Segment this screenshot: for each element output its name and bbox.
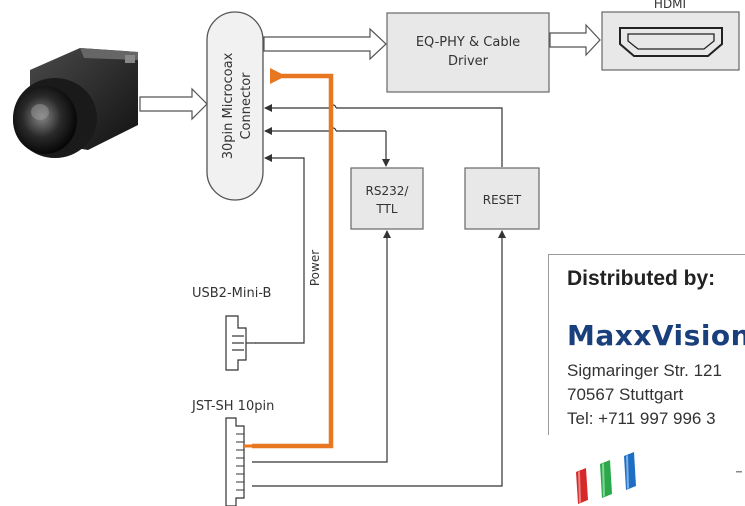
jst-sh-connector-icon bbox=[225, 417, 252, 506]
usb-label: USB2-Mini-B bbox=[192, 286, 271, 301]
camera-to-connector-arrow bbox=[139, 87, 208, 121]
signal-wires bbox=[252, 105, 506, 487]
connector-label-line1: 30pin Microcoax bbox=[221, 52, 236, 159]
reset-box bbox=[464, 167, 540, 230]
eq-phy-box bbox=[386, 12, 550, 93]
rs232-label-line2: TTL bbox=[375, 202, 397, 216]
camera-image bbox=[13, 48, 138, 158]
connector-to-eqphy-arrow bbox=[263, 27, 387, 61]
usb-mini-b-icon bbox=[225, 315, 256, 371]
eqphy-to-hdmi-arrow bbox=[549, 23, 601, 57]
logo-bars bbox=[576, 452, 742, 504]
jst-label: JST-SH 10pin bbox=[191, 399, 274, 414]
distributor-street: Sigmaringer Str. 121 bbox=[567, 361, 722, 380]
distributor-phone: Tel: +711 997 996 3 bbox=[567, 409, 716, 428]
hdmi-box bbox=[601, 11, 740, 71]
rs232-ttl-box bbox=[350, 167, 424, 230]
distributor-card: Distributed by: MaxxVision Sigmaringer S… bbox=[548, 254, 745, 435]
reset-label: RESET bbox=[483, 193, 522, 207]
power-line bbox=[252, 68, 334, 449]
distributor-heading: Distributed by: bbox=[567, 267, 716, 290]
eq-phy-label-line1: EQ-PHY & Cable bbox=[416, 35, 520, 50]
rs232-label-line1: RS232/ bbox=[366, 184, 410, 198]
hdmi-port-icon bbox=[619, 27, 723, 57]
distributor-brand: MaxxVision bbox=[567, 319, 745, 352]
distributor-city: 70567 Stuttgart bbox=[567, 385, 684, 404]
eq-phy-label-line2: Driver bbox=[448, 54, 489, 69]
power-label: Power bbox=[308, 250, 322, 286]
hdmi-label: HDMI bbox=[654, 0, 686, 11]
connector-label-line2: Connector bbox=[239, 72, 254, 140]
